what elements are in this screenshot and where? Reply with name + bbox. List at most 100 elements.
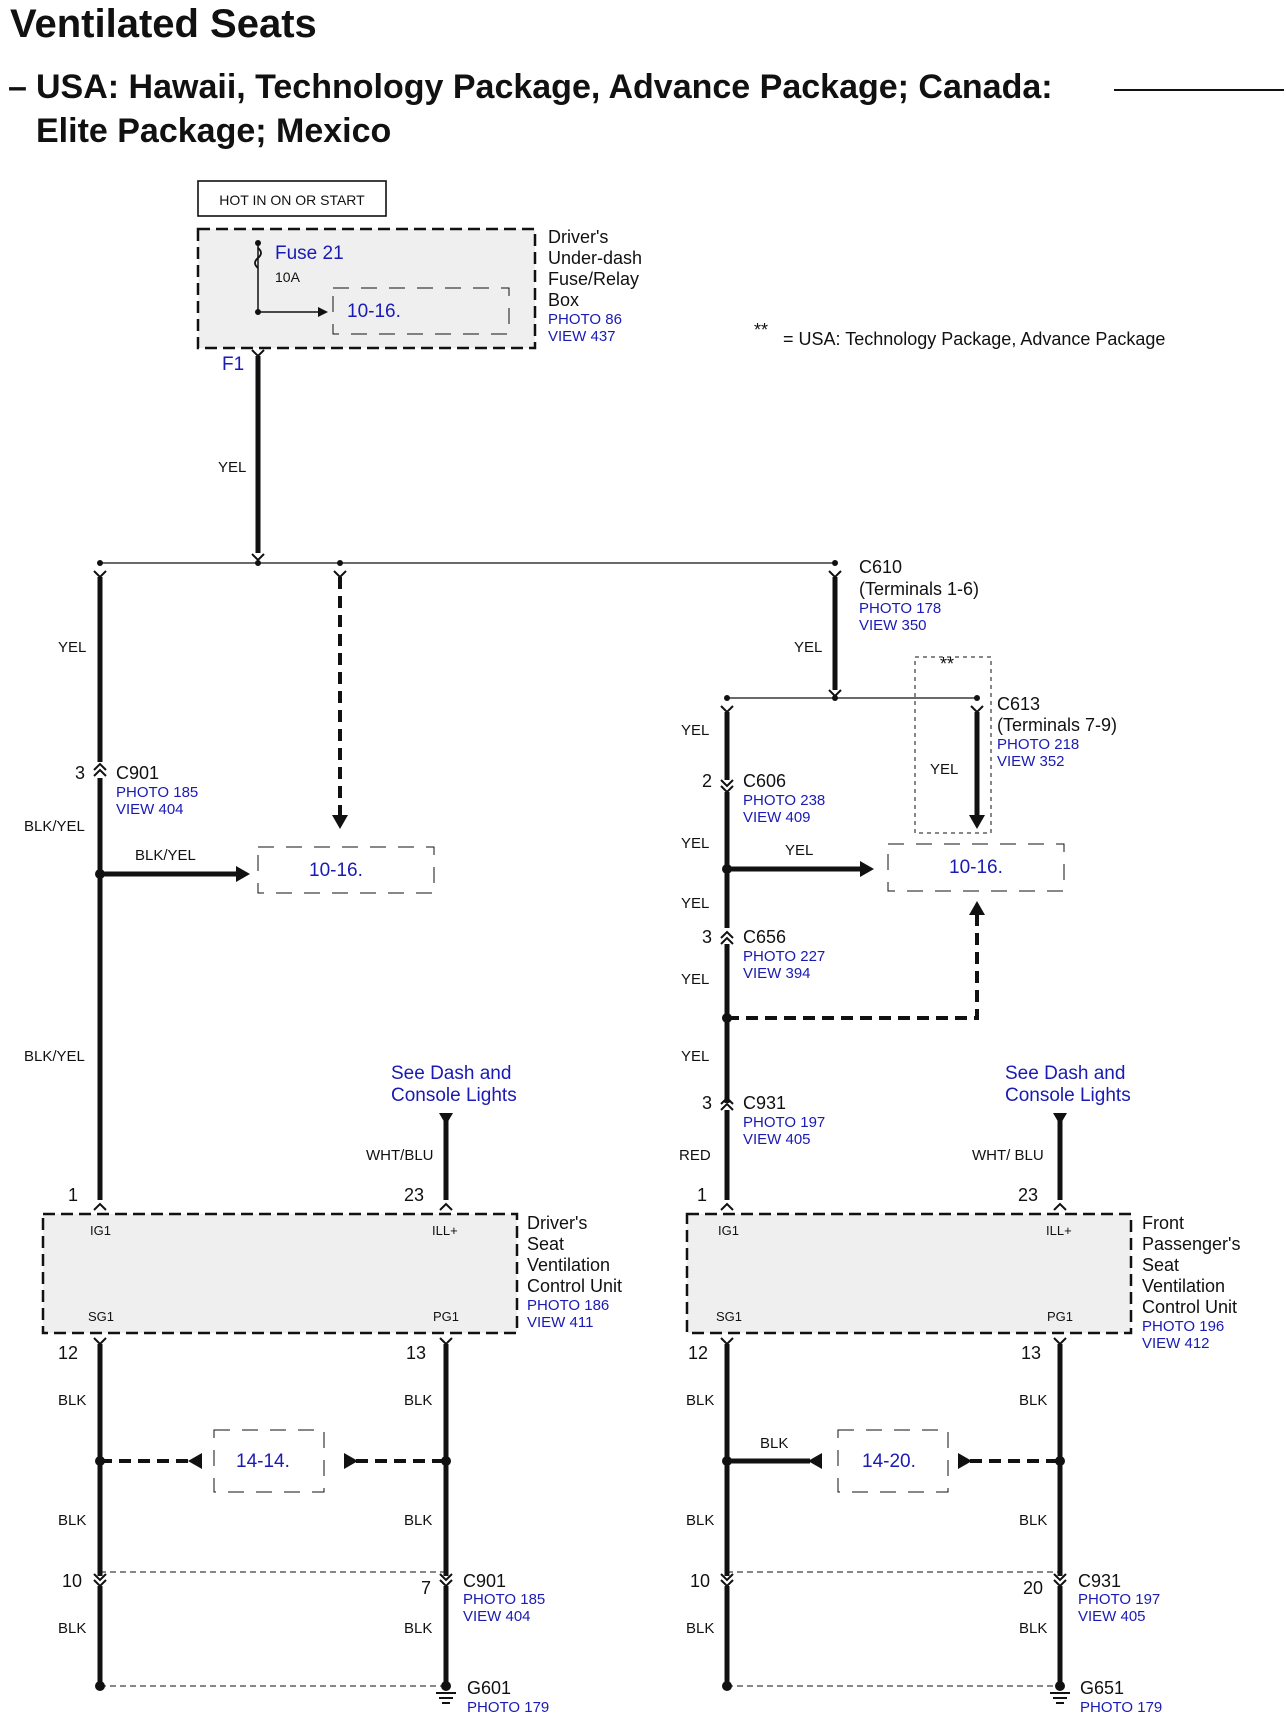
hot-in-on-or-start-box: [197, 180, 387, 217]
c901-top-pin: 3: [75, 763, 85, 783]
passenger-pin-ill: ILL+: [1046, 1223, 1072, 1238]
c901-bottom-pin-left: 10: [62, 1571, 82, 1591]
right-yel-color-1: YEL: [681, 722, 709, 739]
driver-pg1-color: BLK: [404, 1392, 432, 1409]
c613-photo[interactable]: PHOTO 218: [997, 736, 1079, 753]
c656-photo[interactable]: PHOTO 227: [743, 948, 825, 965]
page-title: Ventilated Seats: [10, 2, 317, 46]
c901-top-view[interactable]: VIEW 404: [116, 801, 184, 818]
passenger-pin-pg1: PG1: [1047, 1309, 1073, 1324]
passenger-pin-pg1-num: 13: [1021, 1343, 1041, 1363]
passenger-unit-name-5: Control Unit: [1142, 1297, 1237, 1317]
c606-pin: 2: [702, 771, 712, 791]
c931-top-view[interactable]: VIEW 405: [743, 1131, 811, 1148]
footnote-mark: **: [754, 320, 768, 340]
driver-unit-view[interactable]: VIEW 411: [527, 1314, 593, 1331]
left-see-dash-2[interactable]: Console Lights: [391, 1085, 517, 1106]
right-yel-color-5: YEL: [681, 1048, 709, 1065]
fuse-box-photo[interactable]: PHOTO 86: [548, 311, 622, 328]
c606-name: C606: [743, 771, 786, 791]
fuse-ref-link[interactable]: 10-16.: [347, 301, 401, 322]
c931-bottom-view[interactable]: VIEW 405: [1078, 1608, 1146, 1625]
passenger-blk-color-3: BLK: [686, 1620, 714, 1637]
driver-blk-color-3: BLK: [58, 1620, 86, 1637]
left-wht-blu-color: WHT/BLU: [366, 1147, 434, 1164]
driver-unit-photo[interactable]: PHOTO 186: [527, 1297, 609, 1314]
fuse-box-view[interactable]: VIEW 437: [548, 328, 616, 345]
passenger-blk-color-4: BLK: [1019, 1620, 1047, 1637]
c931-top-pin: 3: [702, 1093, 712, 1113]
c610-photo[interactable]: PHOTO 178: [859, 600, 941, 617]
region-footnote-mark: **: [940, 654, 954, 674]
left-ground-ref-box: [213, 1429, 325, 1493]
driver-blk-color-4: BLK: [404, 1620, 432, 1637]
c613-view[interactable]: VIEW 352: [997, 753, 1065, 770]
g651-photo[interactable]: PHOTO 179: [1080, 1699, 1162, 1716]
passenger-unit-name-1: Front: [1142, 1213, 1184, 1233]
c606-view[interactable]: VIEW 409: [743, 809, 811, 826]
right-red-color: RED: [679, 1147, 711, 1164]
driver-sg1-color: BLK: [58, 1392, 86, 1409]
c901-top-name: C901: [116, 763, 159, 783]
c931-bottom-pin-right: 20: [1023, 1578, 1043, 1598]
c610-view[interactable]: VIEW 350: [859, 617, 927, 634]
left-mid-ref-box: [257, 846, 435, 894]
right-yel-feed-color: YEL: [794, 639, 822, 656]
c656-pin: 3: [702, 927, 712, 947]
right-see-dash-2[interactable]: Console Lights: [1005, 1085, 1131, 1106]
driver-pin-pg1-num: 13: [406, 1343, 426, 1363]
passenger-pg1-color-2: BLK: [1019, 1512, 1047, 1529]
c613-name: C613: [997, 694, 1040, 714]
passenger-pin-ill-num: 23: [1018, 1185, 1038, 1205]
c901-bottom-view[interactable]: VIEW 404: [463, 1608, 531, 1625]
g651-name: G651: [1080, 1678, 1124, 1698]
passenger-unit-photo[interactable]: PHOTO 196: [1142, 1318, 1224, 1335]
right-yel-color-4: YEL: [681, 971, 709, 988]
c656-view[interactable]: VIEW 394: [743, 965, 811, 982]
c610-name: C610: [859, 557, 902, 577]
g601-ground-icon: [436, 1692, 456, 1704]
driver-pin-sg1: SG1: [88, 1309, 114, 1324]
driver-unit-name-2: Seat: [527, 1234, 564, 1254]
left-ground-ref-link[interactable]: 14-14.: [236, 1451, 290, 1472]
driver-sg1-color-2: BLK: [58, 1512, 86, 1529]
passenger-branch-color: BLK: [760, 1435, 788, 1452]
c613-yel-color: YEL: [930, 761, 958, 778]
driver-pg1-color-2: BLK: [404, 1512, 432, 1529]
c931-bottom-pin-left: 10: [690, 1571, 710, 1591]
right-ground-ref-box: [837, 1429, 949, 1493]
c931-bottom-photo[interactable]: PHOTO 197: [1078, 1591, 1160, 1608]
right-mid-ref-link[interactable]: 10-16.: [949, 857, 1003, 878]
subtitle-line-2: Elite Package; Mexico: [36, 112, 392, 150]
c901-top-photo[interactable]: PHOTO 185: [116, 784, 198, 801]
right-mid-ref-box: [887, 843, 1065, 892]
left-mid-ref-link[interactable]: 10-16.: [309, 860, 363, 881]
driver-unit-name-3: Ventilation: [527, 1255, 610, 1275]
right-yel-color-2: YEL: [681, 835, 709, 852]
passenger-unit-name-4: Ventilation: [1142, 1276, 1225, 1296]
driver-unit-name-1: Driver's: [527, 1213, 587, 1233]
right-wht-blu-color: WHT/ BLU: [972, 1147, 1044, 1164]
right-yel-color-3: YEL: [681, 895, 709, 912]
passenger-unit-view[interactable]: VIEW 412: [1142, 1335, 1210, 1352]
passenger-sg1-color-2: BLK: [686, 1512, 714, 1529]
c606-photo[interactable]: PHOTO 238: [743, 792, 825, 809]
passenger-pin-sg1: SG1: [716, 1309, 742, 1324]
c901-bottom-photo[interactable]: PHOTO 185: [463, 1591, 545, 1608]
footnote-text: = USA: Technology Package, Advance Packa…: [783, 329, 1165, 349]
c610-terminals: (Terminals 1-6): [859, 579, 979, 599]
g651-ground-icon: [1050, 1692, 1070, 1704]
fuse-21-label: Fuse 21: [275, 243, 344, 264]
g601-photo[interactable]: PHOTO 179: [467, 1699, 549, 1716]
fuse-rating: 10A: [275, 269, 301, 285]
left-see-dash-1[interactable]: See Dash and: [391, 1063, 511, 1084]
c931-top-photo[interactable]: PHOTO 197: [743, 1114, 825, 1131]
driver-pin-ill-num: 23: [404, 1185, 424, 1205]
right-branch-color: YEL: [785, 842, 813, 859]
passenger-seat-ventilation-control-unit: [685, 1212, 1133, 1335]
right-see-dash-1[interactable]: See Dash and: [1005, 1063, 1125, 1084]
right-ground-ref-link[interactable]: 14-20.: [862, 1451, 916, 1472]
driver-pin-ill: ILL+: [432, 1223, 458, 1238]
fuse-box-name-1: Driver's: [548, 227, 608, 247]
